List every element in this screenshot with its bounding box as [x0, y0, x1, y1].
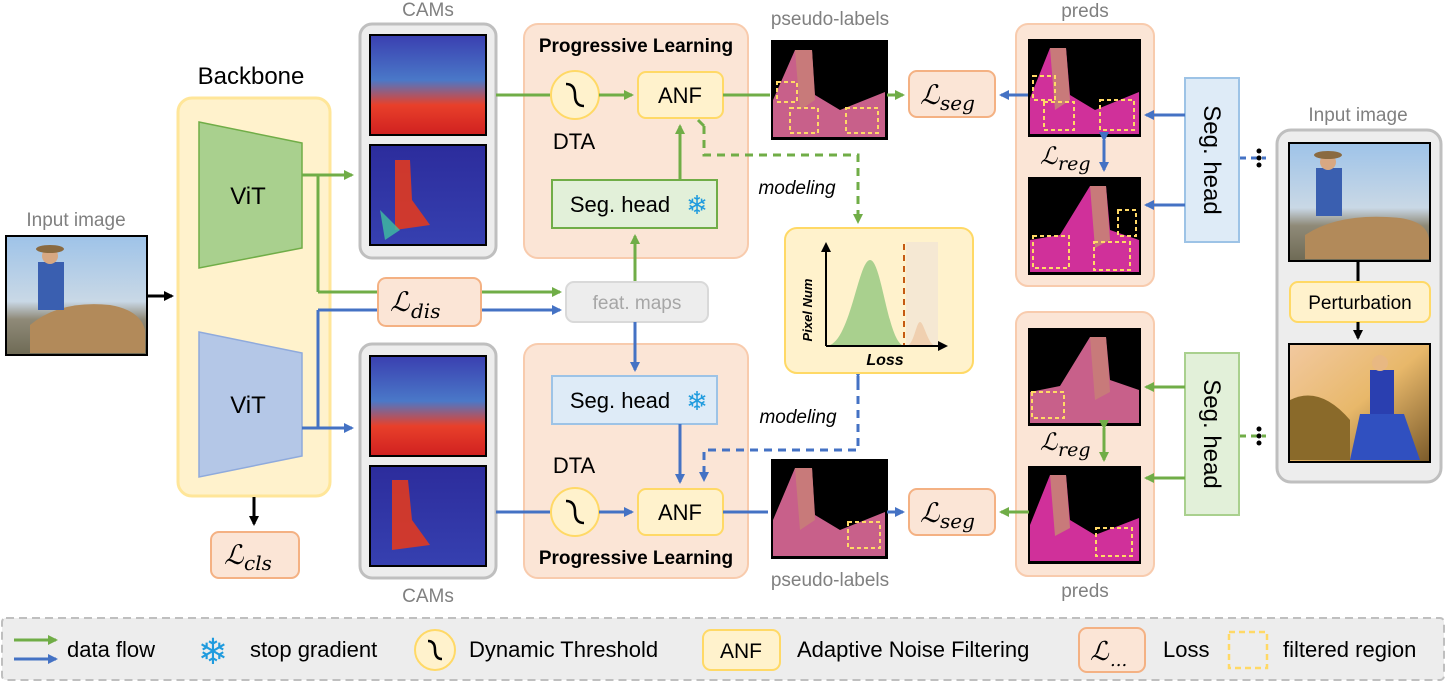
legend-loss-symbol: ℒ [1090, 637, 1110, 667]
loss-reg-bottom: ℒ [1040, 428, 1058, 456]
progressive-bottom-label: Progressive Learning [539, 548, 733, 569]
loss-seg-top-sub: seg [940, 91, 975, 115]
cam-bottom-2 [369, 465, 487, 567]
vit-top-shape [198, 121, 303, 269]
vit-top-label: ViT [230, 183, 266, 210]
cams-top-label: CAMs [402, 0, 454, 21]
seg-head-bottom-box [551, 375, 718, 425]
pred-bottom-1 [1028, 328, 1141, 426]
loss-seg-bottom: ℒ [920, 498, 940, 529]
seg-head-top-box [551, 179, 718, 229]
vit-bottom-shape [198, 331, 303, 478]
legend-loss-text: Loss [1163, 637, 1209, 662]
anf-bottom-label: ANF [658, 500, 702, 525]
pred-bottom-2 [1028, 466, 1141, 564]
legend-dynamic-threshold: Dynamic Threshold [469, 637, 658, 662]
loss-cls-sub: cls [244, 551, 272, 575]
modeling-bottom-label: modeling [759, 407, 837, 428]
pseudo-label-bottom [771, 459, 888, 559]
seg-head-right-bottom-label: Seg. head [1198, 379, 1225, 488]
loss-seg-top-box [908, 70, 996, 118]
vit-bottom-label: ViT [230, 392, 266, 419]
loss-dis: ℒ [390, 287, 410, 318]
loss-seg-bottom-sub: seg [940, 509, 975, 533]
loss-dis-box [377, 277, 482, 327]
pseudo-label-top [771, 40, 888, 140]
loss-cls: ℒ [224, 540, 244, 571]
seg-head-top-label: Seg. head [570, 192, 670, 217]
modeling-top-label: modeling [758, 178, 836, 199]
input-image-label-left: Input image [26, 210, 125, 231]
loss-reg-top: ℒ [1040, 142, 1058, 170]
input-image-label-right: Input image [1308, 105, 1407, 126]
pred-top-2 [1028, 177, 1141, 275]
legend-snowflake-icon: ❄ [198, 631, 228, 672]
loss-plot-xlabel: Loss [866, 352, 903, 369]
legend-loss-sub: ... [1110, 650, 1127, 671]
loss-dis-sub: dis [411, 299, 440, 323]
legend-stop-gradient: stop gradient [250, 637, 377, 662]
pseudo-labels-bottom-label: pseudo-labels [771, 570, 889, 591]
seg-head-right-top-label: Seg. head [1198, 105, 1225, 214]
backbone-title: Backbone [198, 63, 305, 90]
loss-seg-top: ℒ [920, 80, 940, 111]
pseudo-labels-top-label: pseudo-labels [771, 9, 889, 30]
seg-head-right-bottom-box [1184, 352, 1240, 516]
loss-cls-box [210, 531, 300, 579]
perturbed-image [1288, 343, 1431, 463]
perturbation-box [1289, 281, 1431, 323]
input-image-left [5, 235, 148, 356]
feat-maps-label: feat. maps [593, 293, 682, 314]
pred-top-1 [1028, 39, 1141, 137]
legend-anf-label: ANF [720, 640, 762, 663]
progressive-top-label: Progressive Learning [539, 36, 733, 57]
seg-head-right-top-box [1184, 77, 1240, 243]
anf-top-label: ANF [658, 83, 702, 108]
snowflake-icon: ❄ [686, 190, 708, 220]
legend-anf-text: Adaptive Noise Filtering [797, 637, 1029, 662]
legend-loss-box [1078, 627, 1146, 673]
cams-bottom-label: CAMs [402, 586, 454, 607]
loss-plot-ylabel: Pixel Num [800, 278, 815, 341]
legend-anf-box [702, 629, 781, 671]
snowflake-icon-bottom: ❄ [686, 386, 708, 416]
perturbation-label: Perturbation [1308, 293, 1412, 314]
legend-filtered-region: filtered region [1283, 637, 1416, 662]
legend-filtered-icon [1227, 630, 1269, 670]
loss-reg-bottom-sub: reg [1058, 439, 1091, 461]
loss-seg-bottom-box [908, 488, 996, 536]
dta-bottom-label: DTA [553, 453, 596, 478]
dta-top-label: DTA [553, 129, 596, 154]
feat-maps-box [565, 281, 709, 323]
cam-top-1 [369, 34, 487, 136]
seg-head-bottom-label: Seg. head [570, 388, 670, 413]
preds-top-label: preds [1061, 1, 1109, 22]
preds-bottom-label: preds [1061, 581, 1109, 602]
legend-data-flow: data flow [67, 637, 155, 662]
input-image-right [1288, 142, 1431, 262]
loss-reg-top-sub: reg [1058, 153, 1091, 175]
cam-bottom-1 [369, 355, 487, 457]
